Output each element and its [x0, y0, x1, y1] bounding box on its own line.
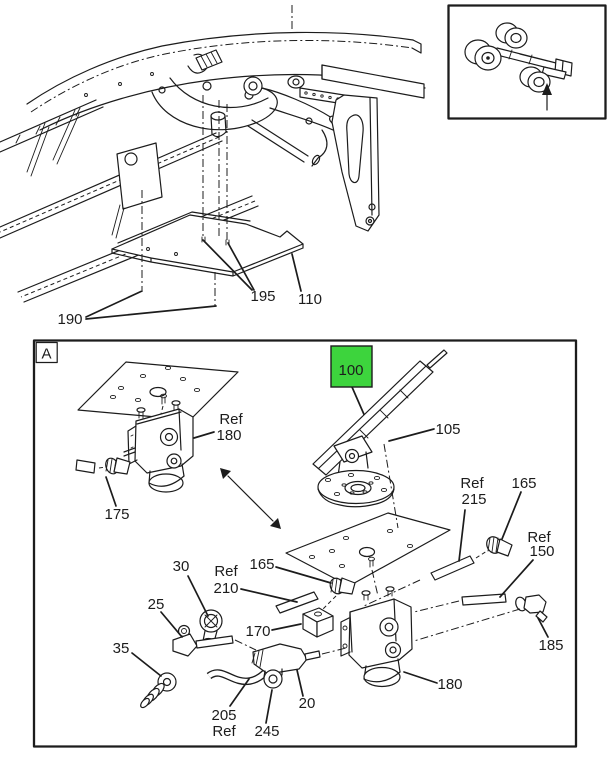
num-label: 180 — [216, 427, 241, 444]
callout-165-right: 165 — [501, 475, 537, 540]
callout-165-left-label: 165 — [249, 556, 274, 573]
hose-ref-150 — [413, 593, 507, 613]
support-bracket — [299, 87, 380, 232]
view-corner-label: A — [35, 341, 58, 364]
vehicle-locator-inset — [447, 4, 607, 120]
highlight-label: 100 — [338, 362, 363, 379]
callout-245-label: 245 — [254, 723, 279, 740]
chassis-icon — [464, 22, 573, 93]
callout-185: 185 — [537, 617, 564, 654]
callout-190-label: 190 — [57, 311, 82, 328]
centerline-pedal — [383, 443, 399, 529]
hose-ref-215 — [363, 550, 488, 607]
valve-assembly-ref-180 — [123, 400, 194, 493]
callout-175-label: 175 — [104, 506, 129, 523]
mounting-plate-upper-left — [77, 361, 239, 421]
callout-35-label: 35 — [113, 640, 130, 657]
callout-ref-210: Ref 210 — [213, 563, 298, 603]
callout-170-label: 170 — [245, 623, 270, 640]
projection-lines — [141, 95, 228, 306]
callout-180-bottom: 180 — [403, 671, 463, 693]
detail-view-a: A — [32, 339, 578, 748]
frame-rails — [0, 99, 259, 303]
valve-20 — [251, 643, 347, 689]
callout-180-bottom-label: 180 — [437, 676, 462, 693]
highlight-callout-100[interactable]: 100 — [330, 345, 373, 420]
callout-110-label: 110 — [298, 291, 322, 308]
callout-195: 195 — [202, 239, 276, 305]
callout-20-label: 20 — [299, 695, 316, 712]
ref-label: Ref — [460, 475, 484, 492]
callout-205: 205 Ref — [211, 678, 250, 740]
num-label: 150 — [529, 543, 554, 560]
callout-185-label: 185 — [538, 637, 563, 654]
ref-label: Ref — [219, 411, 243, 428]
callout-165-left: 165 — [249, 556, 332, 584]
location-arrow-icon — [542, 83, 552, 111]
fitting-165-left — [322, 577, 356, 610]
valve-assembly-180-bottom — [340, 586, 413, 688]
num-label: 215 — [461, 491, 486, 508]
plug-fitting-35 — [140, 672, 177, 709]
ref-label: Ref — [214, 563, 238, 580]
callout-170: 170 — [245, 623, 302, 640]
fitting-175 — [75, 457, 131, 475]
callout-35: 35 — [113, 640, 162, 677]
direction-arrow — [220, 468, 281, 529]
callout-ref-215: Ref 215 — [458, 475, 487, 562]
mounting-plate-center — [285, 512, 451, 587]
callout-245: 245 — [254, 689, 280, 740]
callout-25-label: 25 — [148, 596, 165, 613]
callout-25: 25 — [148, 596, 183, 638]
callout-175: 175 — [104, 476, 130, 523]
highlight-box[interactable] — [330, 345, 373, 388]
callout-ref-180-top: Ref 180 — [193, 411, 244, 444]
elbow-fitting-25 — [172, 624, 257, 657]
fitting-165-right — [486, 536, 513, 557]
callout-30: 30 — [173, 558, 209, 617]
centerline-plate-valve — [371, 569, 379, 597]
callout-165-right-label: 165 — [511, 475, 536, 492]
frame-underside-view: 190 195 110 — [0, 5, 426, 328]
callout-105-label: 105 — [435, 421, 460, 438]
callout-105: 105 — [388, 421, 461, 442]
callout-30-label: 30 — [173, 558, 190, 575]
num-label: 210 — [213, 580, 238, 597]
elbow-fitting-185 — [413, 594, 548, 642]
callout-110: 110 — [291, 253, 322, 308]
corner-label-text: A — [41, 346, 51, 363]
ref-label: Ref — [527, 529, 551, 546]
callout-195-label: 195 — [250, 288, 275, 305]
callout-20: 20 — [296, 669, 316, 712]
callout-ref-150: Ref 150 — [499, 529, 555, 598]
block-fitting-170 — [302, 607, 334, 638]
num-label: 205 — [211, 707, 236, 724]
callout-190: 190 — [57, 290, 217, 328]
treadle-assembly-105 — [312, 349, 448, 508]
detail-box-border — [32, 339, 578, 748]
ref-label: Ref — [212, 723, 236, 740]
